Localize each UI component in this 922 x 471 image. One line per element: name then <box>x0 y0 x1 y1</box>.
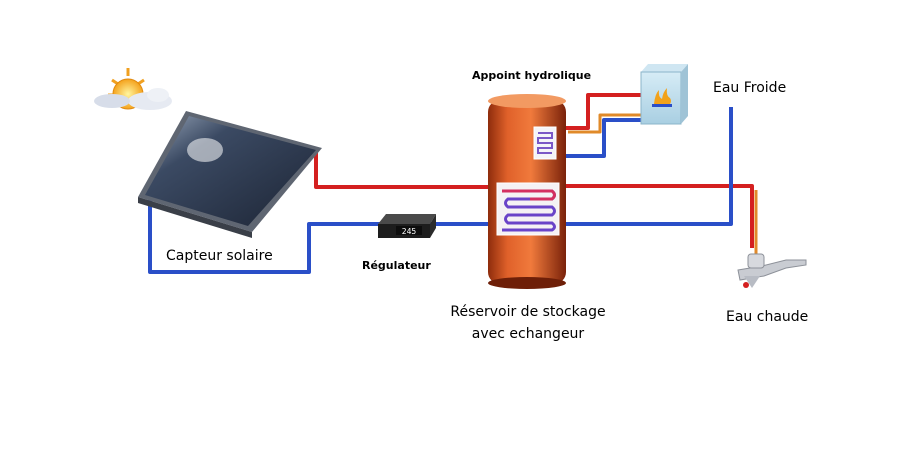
backup-coil <box>537 132 553 154</box>
storage-tank-label-line1: Réservoir de stockage <box>450 304 605 320</box>
collector-cold-pipe <box>148 196 498 274</box>
backup-boiler <box>640 64 688 125</box>
flame-icon <box>652 88 672 107</box>
hot-water-outlet-pipe <box>566 184 754 248</box>
sun-cloud-icon <box>94 68 172 110</box>
cold-water-inlet-pipe <box>566 107 733 226</box>
hot-water-label: Eau chaude <box>726 309 808 325</box>
backup-hot-pipe <box>566 93 641 130</box>
backup-cold-pipe <box>566 118 641 158</box>
storage-tank-label-line2: avec echangeur <box>472 326 585 342</box>
solar-collector <box>138 111 322 238</box>
piping <box>148 93 758 274</box>
backup-return-pipe <box>568 113 641 134</box>
solar-collector-label: Capteur solaire <box>166 248 273 264</box>
cold-water-label: Eau Froide <box>713 80 786 96</box>
regulator: 245 <box>378 214 436 238</box>
regulator-display-text: 245 <box>402 227 417 236</box>
faucet-icon <box>737 253 807 288</box>
collector-hot-pipe <box>314 148 498 189</box>
regulator-label: Régulateur <box>362 259 431 272</box>
hydraulic-backup-label: Appoint hydrolique <box>472 69 591 82</box>
storage-tank <box>488 94 566 289</box>
